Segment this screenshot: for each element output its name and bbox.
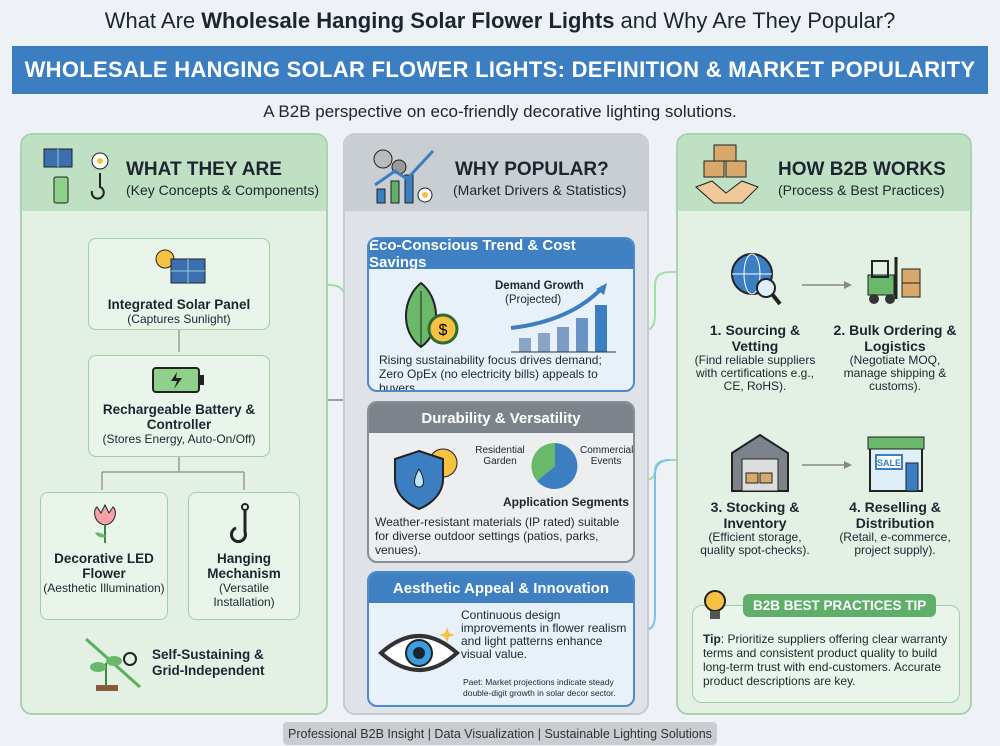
hook-icon — [229, 503, 249, 544]
eco-trend-title: Eco-Conscious Trend & Cost Savings — [369, 239, 633, 271]
why-popular-heading: WHY POPULAR? — [455, 159, 609, 180]
step-title: 1. Sourcing & Vetting — [709, 322, 801, 354]
leaf-coin-icon: $ — [405, 281, 459, 349]
step-desc: (Efficient storage, quality spot-checks)… — [700, 530, 810, 557]
step-title: 4. Reselling & Distribution — [849, 499, 941, 531]
banner: WHOLESALE HANGING SOLAR FLOWER LIGHTS: D… — [12, 46, 988, 94]
flower-icon — [94, 503, 116, 543]
application-segments-pie — [531, 442, 578, 489]
aesthetic-text: Continuous design improvements in flower… — [461, 608, 627, 661]
demand-growth-title: Demand Growth — [495, 280, 584, 292]
best-practices-tip: B2B BEST PRACTICES TIP Tip: Prioritize s… — [692, 594, 960, 703]
step-title: 3. Stocking & Inventory — [710, 499, 800, 531]
warehouse-icon — [731, 433, 789, 492]
durability-title: Durability & Versatility — [369, 403, 633, 433]
led-flower-desc: (Aesthetic Illumination) — [43, 581, 165, 595]
solar-panel-icon — [155, 249, 206, 284]
step-bulk-ordering: 2. Bulk Ordering & Logistics(Negotiate M… — [830, 322, 960, 393]
durability-text: Weather-resistant materials (IP rated) s… — [375, 515, 620, 557]
what-they-are-subheading: (Key Concepts & Components) — [126, 182, 319, 198]
battery-box: Rechargeable Battery & Controller (Store… — [88, 355, 270, 457]
durability-card: Durability & Versatility Residential Gar… — [367, 401, 635, 563]
led-flower-title: Decorative LED Flower — [54, 551, 154, 581]
footer: Professional B2B Insight | Data Visualiz… — [283, 722, 717, 745]
tip-text: Tip: Prioritize suppliers offering clear… — [703, 632, 948, 688]
growth-bar — [576, 318, 588, 352]
solar-panel-title: Integrated Solar Panel — [107, 297, 251, 312]
arrow-icon — [802, 461, 852, 469]
tree-connector — [101, 330, 245, 490]
plant-plug-icon — [85, 637, 141, 691]
why-popular-subheading: (Market Drivers & Statistics) — [453, 182, 627, 198]
growth-bar — [538, 333, 550, 352]
what-they-are-panel: WHAT THEY ARE (Key Concepts & Components… — [20, 133, 328, 715]
sale-sign: SALE — [877, 458, 901, 468]
pie-slice-residential — [531, 442, 555, 481]
growth-bar — [557, 327, 569, 352]
hanging-box: Hanging Mechanism (Versatile Installatio… — [188, 492, 300, 620]
forklift-icon — [867, 257, 921, 304]
demand-growth-chart — [510, 283, 616, 353]
growth-chart-icon — [373, 149, 435, 204]
segment-label-commercial: Commercial/ Events — [580, 445, 635, 467]
solar-panel-desc: (Captures Sunlight) — [127, 312, 231, 326]
battery-title: Rechargeable Battery & Controller — [102, 402, 256, 432]
what-they-are-heading: WHAT THEY ARE — [126, 159, 282, 180]
lightbulb-icon — [704, 590, 726, 619]
how-b2b-heading: HOW B2B WORKS — [778, 159, 946, 180]
what-they-are-header: WHAT THEY ARE (Key Concepts & Components… — [22, 135, 326, 211]
how-b2b-works-panel: HOW B2B WORKS (Process & Best Practices)… — [676, 133, 972, 715]
shield-sun-icon — [394, 448, 458, 511]
step-reselling: 4. Reselling & Distribution(Retail, e-co… — [830, 499, 960, 557]
step-title: 2. Bulk Ordering & Logistics — [833, 322, 957, 354]
step-desc: (Negotiate MOQ, manage shipping & custom… — [843, 353, 947, 393]
subtitle: A B2B perspective on eco-friendly decora… — [263, 102, 737, 121]
how-b2b-subheading: (Process & Best Practices) — [778, 182, 945, 198]
how-b2b-header: HOW B2B WORKS (Process & Best Practices) — [678, 135, 970, 211]
arrow-icon — [802, 281, 852, 289]
handshake-boxes-icon — [695, 144, 759, 204]
led-flower-box: Decorative LED Flower (Aesthetic Illumin… — [40, 492, 168, 620]
application-segments-title: Application Segments — [503, 495, 630, 509]
pie-slice-commercial — [537, 443, 578, 489]
demand-growth-sub: (Projected) — [505, 294, 562, 306]
eco-trend-text: Rising sustainability focus drives deman… — [379, 353, 602, 392]
step-desc: (Retail, e-commerce, project supply). — [839, 530, 951, 557]
page-title: What Are Wholesale Hanging Solar Flower … — [104, 8, 896, 33]
aesthetic-card: Aesthetic Appeal & Innovation Continuous… — [367, 571, 635, 707]
segment-label-residential: Residential Garden — [475, 445, 525, 467]
growth-bar — [595, 305, 607, 352]
storefront-icon: SALE — [867, 436, 925, 492]
eco-trend-card: Eco-Conscious Trend & Cost Savings $ Dem… — [367, 237, 635, 392]
tip-badge: B2B BEST PRACTICES TIP — [743, 594, 937, 617]
self-sustaining-label: Self-Sustaining & Grid-Independent — [152, 647, 265, 678]
eye-icon — [377, 627, 461, 672]
solar-panel-box: Integrated Solar Panel (Captures Sunligh… — [88, 238, 270, 330]
solar-flower-icon — [43, 148, 109, 204]
step-desc: (Find reliable suppliers with certificat… — [694, 353, 816, 393]
hanging-desc: (Versatile Installation) — [213, 581, 275, 609]
svg-text:$: $ — [439, 322, 448, 339]
why-popular-panel: WHY POPULAR? (Market Drivers & Statistic… — [343, 133, 649, 715]
globe-search-icon — [731, 253, 782, 306]
why-popular-header: WHY POPULAR? (Market Drivers & Statistic… — [345, 135, 647, 211]
hanging-title: Hanging Mechanism — [207, 551, 281, 581]
aesthetic-title: Aesthetic Appeal & Innovation — [369, 573, 633, 603]
growth-bar — [519, 338, 531, 352]
aesthetic-note: Paet: Market projections indicate steady… — [463, 677, 616, 698]
step-sourcing: 1. Sourcing & Vetting(Find reliable supp… — [690, 322, 820, 393]
battery-desc: (Stores Energy, Auto-On/Off) — [102, 432, 256, 446]
step-stocking: 3. Stocking & Inventory(Efficient storag… — [690, 499, 820, 557]
battery-icon — [152, 367, 204, 393]
